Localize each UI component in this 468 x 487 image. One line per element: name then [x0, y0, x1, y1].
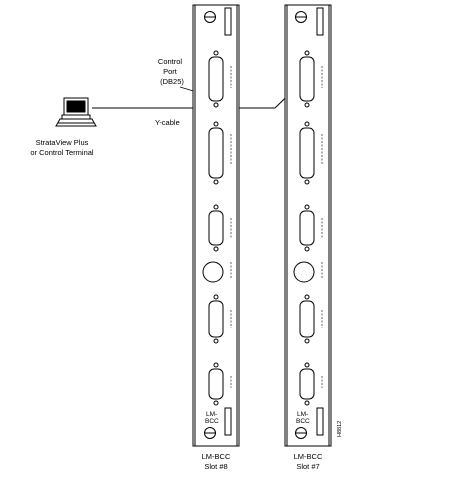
control-port-label-line1: Control — [158, 57, 183, 66]
figure-id: H8812 — [337, 421, 343, 437]
round-port — [202, 261, 224, 283]
card-slot-8 — [192, 4, 240, 447]
db25-connector — [208, 127, 224, 179]
control-port-label-line2: Port — [163, 67, 178, 76]
terminal-label-line2: or Control Terminal — [30, 148, 94, 157]
round-port — [293, 261, 315, 283]
db25-connector — [208, 56, 224, 102]
db9-connector — [208, 368, 224, 400]
db9-connector — [299, 368, 315, 400]
workstation-icon — [55, 97, 97, 127]
y-cable-label: Y-cable — [155, 118, 180, 127]
db25-connector — [299, 56, 315, 102]
card-panel-label-line1: LM- — [206, 411, 217, 418]
card-caption-line1: LM-BCC — [202, 452, 231, 461]
db25-connector — [299, 127, 315, 179]
card-panel-label-line2: BCC — [205, 418, 219, 425]
card-panel-label-line2: BCC — [296, 418, 310, 425]
card-caption-line2: Slot #8 — [204, 462, 227, 471]
terminal-label-line1: StrataView Plus — [36, 138, 89, 147]
db15-connector — [299, 210, 315, 246]
db15-connector — [208, 210, 224, 246]
card-panel-label-line1: LM- — [297, 411, 308, 418]
card-caption-line2: Slot #7 — [296, 462, 319, 471]
db15-connector — [208, 300, 224, 338]
db15-connector — [299, 300, 315, 338]
card-slot-7 — [284, 4, 332, 447]
control-port-label-line3: (DB25) — [160, 77, 184, 86]
card-caption-line1: LM-BCC — [294, 452, 323, 461]
